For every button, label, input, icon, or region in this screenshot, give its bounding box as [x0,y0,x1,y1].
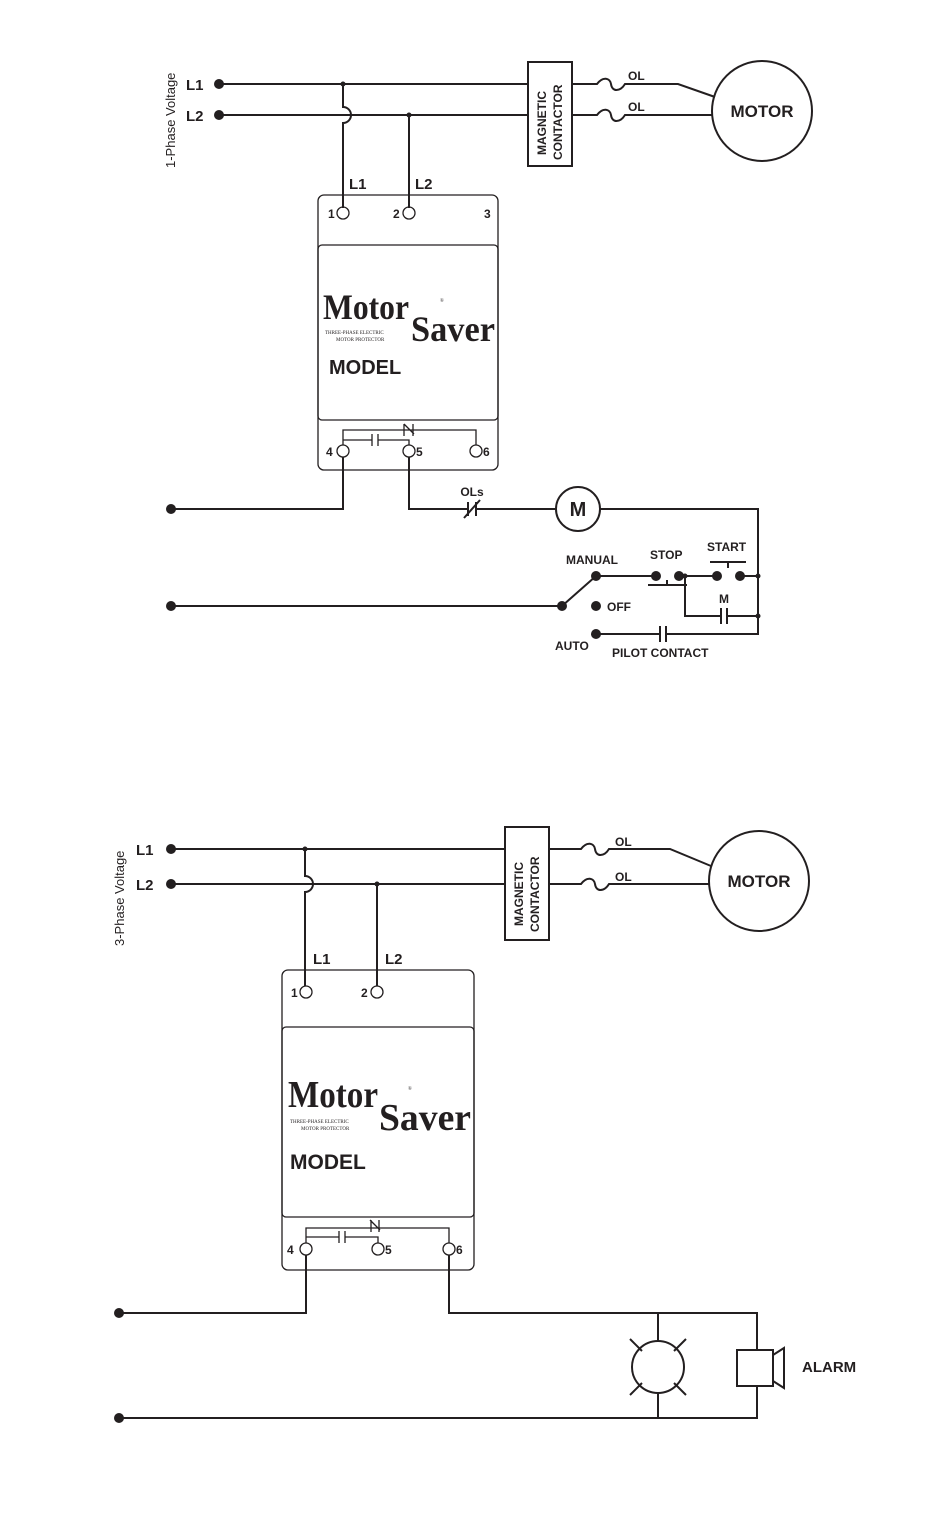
three-phase-diagram: 3-Phase Voltage L1 L2 MAGNETIC CONTACTOR… [112,826,856,1423]
alarm-label: ALARM [802,1359,856,1376]
indicator-lamp-icon [629,1338,687,1396]
tap-wires [342,84,410,208]
motor [708,830,810,932]
motor [711,60,813,162]
manual-label: MANUAL [566,553,618,567]
svg-text:THREE-PHASE ELECTRIC: THREE-PHASE ELECTRIC [290,1120,349,1125]
terminal-label: L2 [415,176,433,193]
terminal-number: 6 [483,445,490,459]
contactor-label: CONTACTOR [528,856,542,932]
device-panel [281,1026,475,1218]
svg-text:®: ® [408,1086,412,1092]
terminal-6 [442,1242,456,1256]
terminal-1 [336,206,350,220]
ols-label: OLs [460,485,484,499]
terminal-number: 4 [287,1243,294,1257]
overload-2 [572,108,712,122]
contactor-label: CONTACTOR [551,84,565,160]
terminal-5 [371,1242,385,1256]
motorsaver-logo: Motor Saver ® THREE-PHASE ELECTRIC MOTOR… [323,287,495,349]
stop-label: STOP [650,548,682,562]
svg-text:MOTOR PROTECTOR: MOTOR PROTECTOR [336,338,385,343]
line1-label: L1 [136,842,154,859]
motorsaver-logo: Motor Saver ® THREE-PHASE ELECTRIC MOTOR… [288,1074,471,1139]
terminal-4 [299,1242,313,1256]
single-phase-diagram: 1-Phase Voltage L1 L2 MAGNETIC CONTACTOR… [163,60,813,660]
horn-alarm-icon [736,1346,785,1390]
overload-2 [549,877,709,891]
control-wires [171,457,759,635]
tap-wires [304,849,378,986]
line2-label: L2 [186,108,204,125]
overload-1 [572,77,716,98]
terminal-number: 2 [361,986,368,1000]
motor-label: MOTOR [728,872,791,891]
terminal-5 [402,444,416,458]
overload-1 [549,842,712,867]
motor-coil [555,486,601,532]
coil-label: M [570,499,587,521]
pilot-contact-label: PILOT CONTACT [612,646,709,660]
device-panel [317,244,499,421]
svg-text:Motor: Motor [288,1074,378,1116]
terminal-label: L1 [313,951,331,968]
motor-label: MOTOR [731,102,794,121]
terminal-label: L2 [385,951,403,968]
internal-contacts [305,1219,450,1243]
voltage-label: 1-Phase Voltage [163,73,178,168]
model-label: MODEL [329,357,401,379]
auto-label: AUTO [555,639,589,653]
switch-symbols [648,561,746,624]
contactor-label: MAGNETIC [535,91,549,155]
ol-label: OL [615,870,632,884]
contacts [463,499,667,642]
svg-text:Saver: Saver [379,1097,471,1139]
holding-contact-label: M [719,592,729,606]
ol-label: OL [615,835,632,849]
terminal-number: 6 [456,1243,463,1257]
terminal-label: L1 [349,176,367,193]
terminal-number: 2 [393,207,400,221]
terminal-number: 1 [328,207,335,221]
line1-label: L1 [186,77,204,94]
svg-text:THREE-PHASE ELECTRIC: THREE-PHASE ELECTRIC [325,331,384,336]
selector-wires [171,575,758,617]
supply-lines [219,83,528,116]
svg-text:Motor: Motor [323,287,409,327]
terminal-4 [336,444,350,458]
terminal-number: 5 [385,1243,392,1257]
start-label: START [707,540,747,554]
internal-contacts [342,423,477,446]
model-label: MODEL [290,1151,366,1174]
terminal-number: 4 [326,445,333,459]
svg-text:®: ® [440,298,444,304]
svg-text:Saver: Saver [411,309,495,349]
line2-label: L2 [136,877,154,894]
terminal-number: 5 [416,445,423,459]
terminal-number: 1 [291,986,298,1000]
ol-label: OL [628,69,645,83]
terminal-2 [370,985,384,999]
terminal-1 [299,985,313,999]
terminal-number: 3 [484,207,491,221]
terminal-2 [402,206,416,220]
alarm-wires [119,1255,758,1419]
contactor-label: MAGNETIC [512,862,526,926]
svg-text:MOTOR PROTECTOR: MOTOR PROTECTOR [301,1127,350,1132]
ol-label: OL [628,100,645,114]
off-label: OFF [607,600,631,614]
voltage-label: 3-Phase Voltage [112,851,127,946]
terminal-6 [469,444,483,458]
supply-lines [171,848,505,885]
